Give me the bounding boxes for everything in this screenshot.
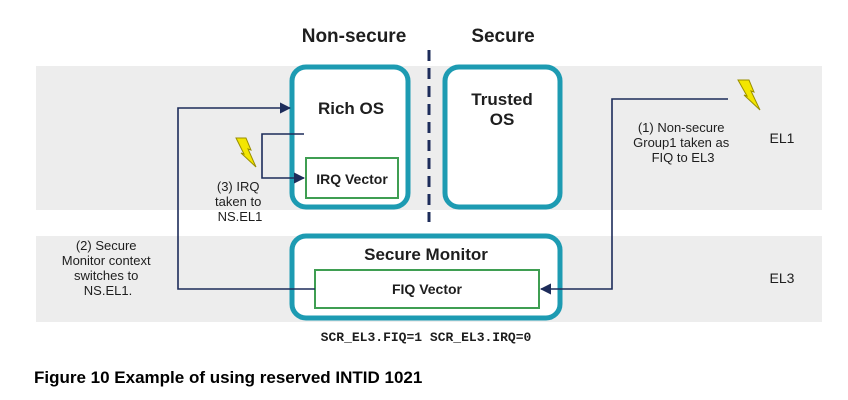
arrow-irq-to-vector <box>261 133 306 184</box>
rich-os-label: Rich OS <box>318 99 384 118</box>
fiq-vector-box <box>314 269 540 309</box>
el1-label: EL1 <box>770 130 795 146</box>
figure-caption: Figure 10 Example of using reserved INTI… <box>34 368 423 387</box>
step2-line3: switches to <box>74 268 138 283</box>
step1-line1: (1) Non-secure <box>638 120 725 135</box>
step3-line3: NS.EL1 <box>218 209 263 224</box>
step3-line2: taken to <box>215 194 261 209</box>
non-secure-header: Non-secure <box>302 26 407 47</box>
fiq-vector-label: FIQ Vector <box>392 281 463 297</box>
arrow-fiq-to-el3 <box>539 98 728 295</box>
step2-line1: (2) Secure <box>76 238 137 253</box>
step1-line3: FIQ to EL3 <box>652 150 715 165</box>
step2-annotation: (2) Secure Monitor context switches to N… <box>62 238 155 298</box>
register-settings: SCR_EL3.FIQ=1 SCR_EL3.IRQ=0 <box>321 330 532 345</box>
step3-line1: (3) IRQ <box>217 179 260 194</box>
step2-line2: Monitor context <box>62 253 151 268</box>
irq-vector-label: IRQ Vector <box>316 171 388 187</box>
arrow-monitor-to-rich-os <box>177 102 315 290</box>
interrupt-lightning-icon <box>737 79 761 111</box>
trusted-os-label-line2: OS <box>490 110 515 129</box>
irq-vector-box <box>305 157 399 199</box>
trusted-os-box <box>442 64 563 210</box>
step1-annotation: (1) Non-secure Group1 taken as FIQ to EL… <box>633 120 733 165</box>
irq-lightning-icon <box>235 137 257 168</box>
secure-monitor-label: Secure Monitor <box>364 245 488 264</box>
el3-label: EL3 <box>770 270 795 286</box>
step1-line2: Group1 taken as <box>633 135 730 150</box>
trusted-os-label-line1: Trusted <box>471 90 532 109</box>
step2-line4: NS.EL1. <box>84 283 132 298</box>
secure-header: Secure <box>471 26 534 47</box>
step3-annotation: (3) IRQ taken to NS.EL1 <box>215 179 265 224</box>
